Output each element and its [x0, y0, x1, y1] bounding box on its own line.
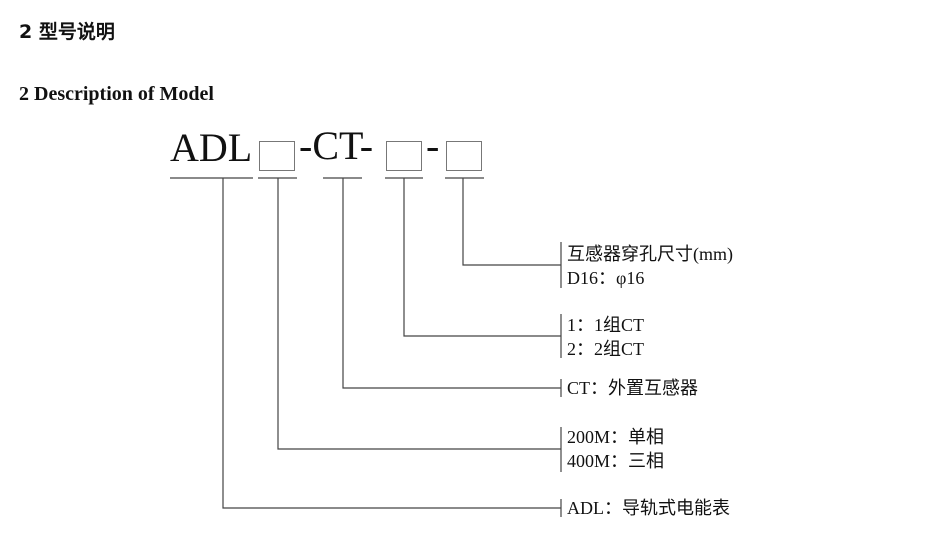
label-type: 200M：单相 400M：三相	[567, 425, 664, 473]
label-line: 200M：单相	[567, 427, 665, 447]
model-placeholder-box-type	[259, 141, 295, 171]
leader-hole-size	[462, 178, 561, 266]
label-line: 2：2组CT	[567, 339, 645, 359]
model-separator: -	[426, 123, 440, 168]
label-line: 400M：三相	[567, 451, 665, 471]
heading-chinese: 2 型号说明	[19, 21, 115, 43]
label-line: CT：外置互感器	[567, 378, 699, 398]
label-line: D16：φ16	[567, 268, 645, 288]
label-ct-count: 1：1组CT 2：2组CT	[567, 313, 644, 361]
model-prefix: ADL	[170, 125, 253, 170]
model-placeholder-box-ct-count	[386, 141, 422, 171]
leader-ct	[342, 178, 561, 389]
label-hole-size: 互感器穿孔尺寸(mm) D16：φ16	[567, 242, 733, 290]
model-separator-ct: -CT-	[299, 123, 374, 168]
label-ct: CT：外置互感器	[567, 376, 698, 400]
heading-english: 2 Description of Model	[19, 83, 214, 105]
label-adl: ADL：导轨式电能表	[567, 496, 730, 520]
leader-type	[277, 178, 561, 450]
label-line: 互感器穿孔尺寸(mm)	[567, 244, 733, 264]
label-line: 1：1组CT	[567, 315, 645, 335]
model-placeholder-box-hole-size	[446, 141, 482, 171]
leader-ct-count	[403, 178, 561, 337]
leader-adl	[222, 178, 561, 509]
label-line: ADL：导轨式电能表	[567, 498, 730, 518]
